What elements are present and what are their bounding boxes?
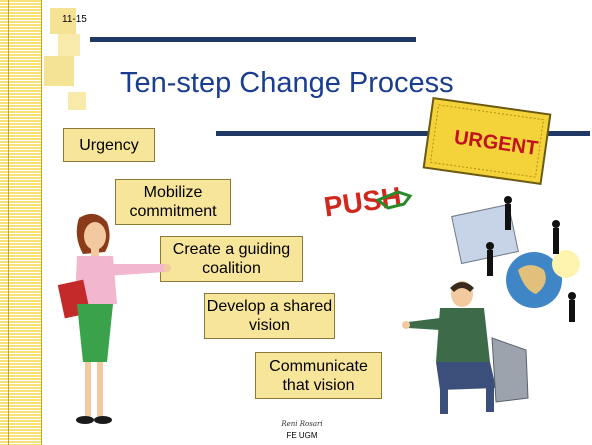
step-box-guiding-coalition: Create a guiding coalition	[160, 236, 303, 282]
urgent-note-illustration: URGENT	[422, 96, 552, 186]
footer-signature: Reni Rosari	[281, 420, 323, 428]
decor-square	[44, 56, 74, 86]
footer-organization: FE UGM	[286, 431, 318, 440]
step-box-shared-vision: Develop a shared vision	[204, 293, 335, 339]
decor-square	[68, 92, 86, 110]
left-decorative-stripe	[0, 0, 42, 445]
push-sign-illustration: PUSH	[322, 181, 413, 223]
decor-square	[50, 8, 76, 34]
svg-text:PUSH: PUSH	[322, 181, 403, 223]
globe-team-illustration	[451, 196, 580, 322]
step-box-communicate-vision: Communicate that vision	[255, 352, 382, 399]
decor-square	[58, 34, 80, 56]
woman-presenter-illustration	[57, 213, 171, 424]
title-rule-bottom	[216, 131, 452, 136]
slide-number: 11-15	[62, 14, 87, 25]
stripe-border	[8, 0, 42, 445]
step-box-urgency: Urgency	[63, 128, 155, 162]
step-box-mobilize-commitment: Mobilize commitment	[115, 179, 231, 225]
slide-title: Ten-step Change Process	[120, 67, 454, 99]
title-rule-top	[90, 37, 416, 42]
seated-man-illustration	[402, 281, 529, 414]
